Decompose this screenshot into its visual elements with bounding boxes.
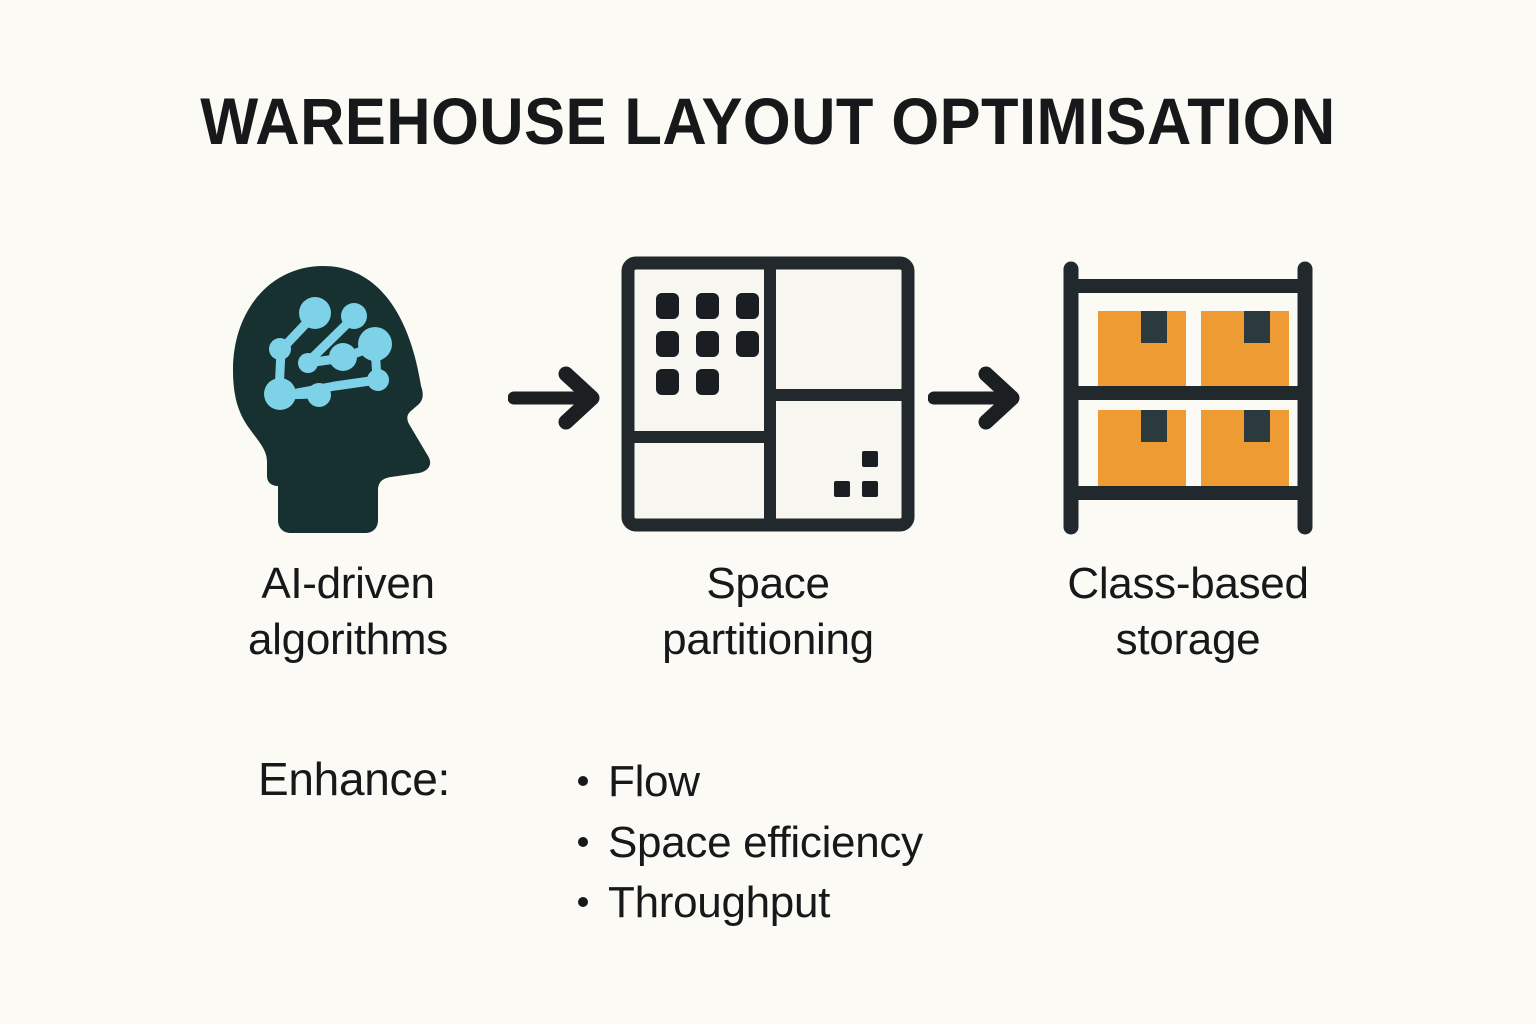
flow-arrow-1 — [498, 248, 618, 548]
list-item: Flow — [578, 752, 923, 813]
process-caption-row: AI-driven algorithms Space partitioning … — [0, 556, 1536, 669]
bullet-dot-icon — [578, 836, 588, 847]
list-item: Space efficiency — [578, 813, 923, 874]
caption-class-based-storage: Class-based storage — [1038, 556, 1338, 669]
caption-line-1: Space — [706, 559, 830, 608]
caption-space-partitioning: Space partitioning — [618, 556, 918, 669]
process-flow-row — [0, 248, 1536, 548]
flow-step-space-partitioning[interactable] — [618, 248, 918, 548]
caption-line-2: partitioning — [662, 615, 874, 665]
page-title: WAREHOUSE LAYOUT OPTIMISATION — [200, 84, 1336, 158]
flow-step-class-based-storage[interactable] — [1038, 248, 1338, 548]
caption-line-1: Class-based — [1067, 559, 1309, 608]
space-partition-grid-icon — [621, 256, 915, 532]
arrow-right-icon — [928, 366, 1020, 430]
list-item-label: Throughput — [608, 878, 831, 928]
rack-box-group-lower — [1098, 410, 1289, 486]
caption-line-1: AI-driven — [261, 559, 435, 608]
rack-box-group-upper — [1098, 311, 1289, 387]
ai-head-icon — [233, 266, 431, 533]
list-item-label: Space efficiency — [608, 817, 923, 867]
storage-rack-icon — [1063, 261, 1313, 535]
enhance-block: Enhance: Flow Space efficiency Throughpu… — [258, 752, 923, 934]
flow-step-ai-algorithms[interactable] — [198, 248, 498, 548]
caption-ai-algorithms: AI-driven algorithms — [198, 556, 498, 669]
list-item: Throughput — [578, 873, 923, 934]
enhance-bullet-list: Flow Space efficiency Throughput — [578, 752, 923, 934]
bullet-dot-icon — [578, 776, 588, 786]
arrow-right-icon — [508, 366, 600, 430]
caption-line-2: storage — [1115, 615, 1261, 665]
flow-arrow-2 — [918, 248, 1038, 548]
caption-line-2: algorithms — [248, 615, 448, 665]
enhance-label: Enhance: — [258, 753, 450, 805]
bullet-dot-icon — [578, 897, 588, 908]
list-item-label: Flow — [608, 757, 700, 806]
